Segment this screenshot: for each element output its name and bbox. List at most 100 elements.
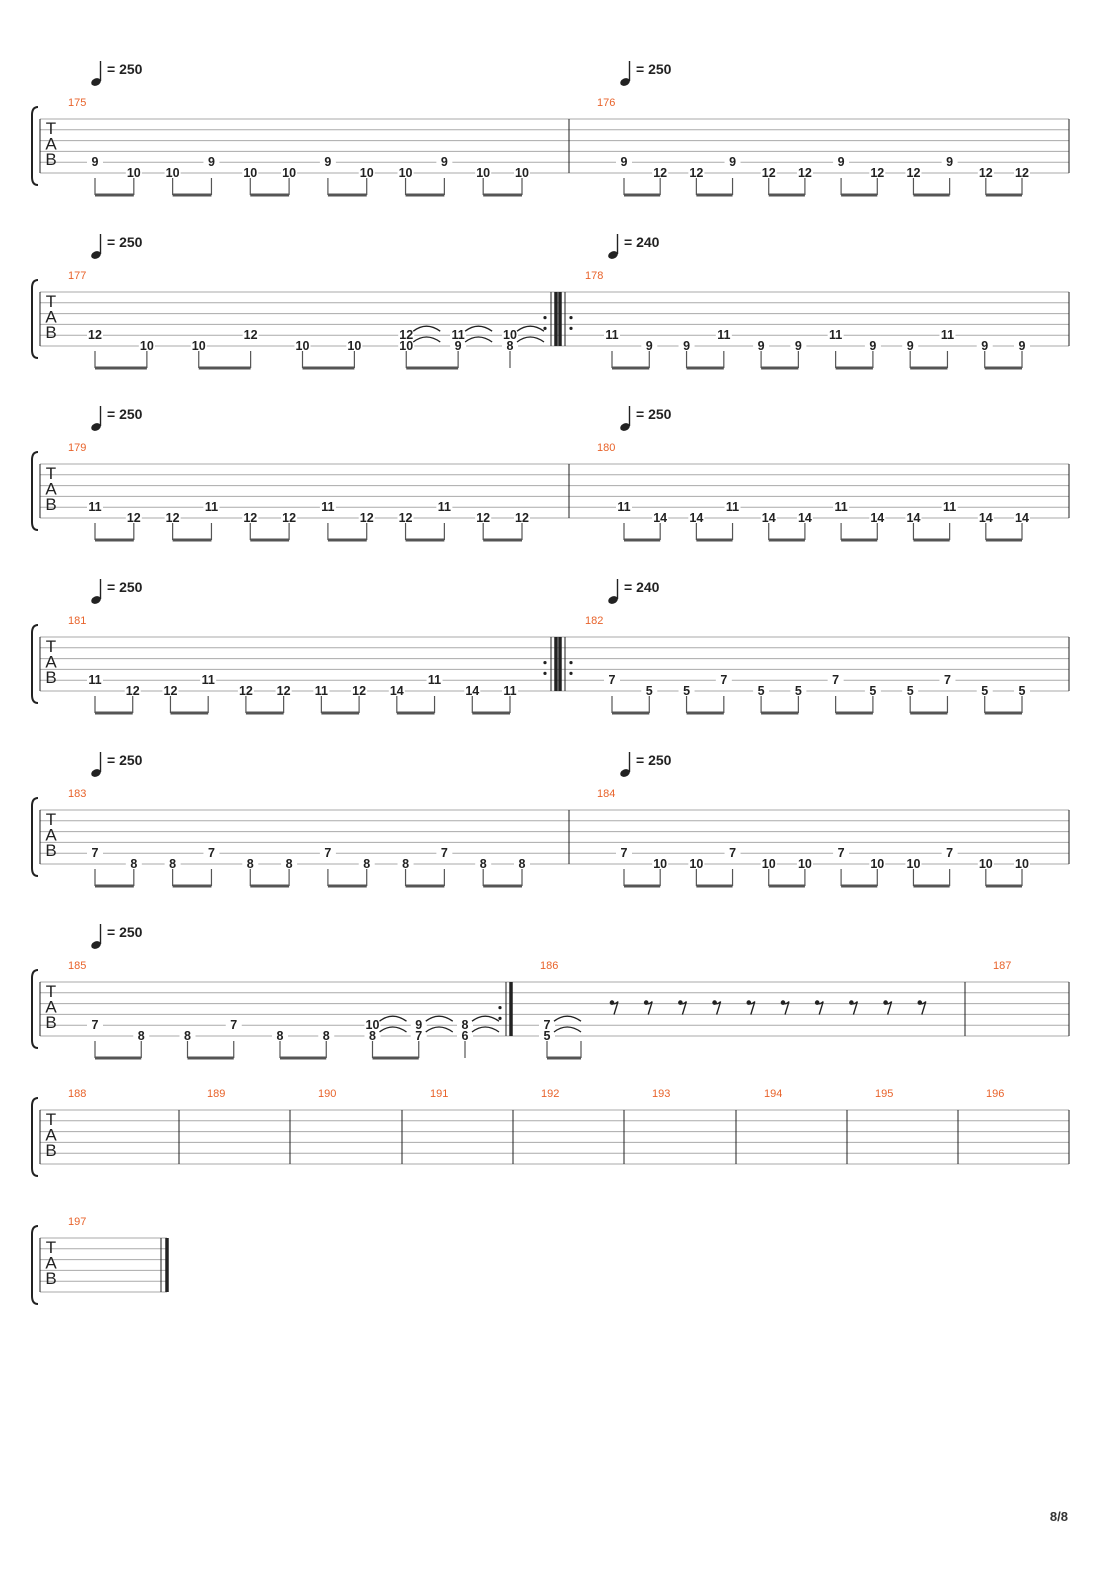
fret-backdrop [1014, 512, 1030, 523]
fret-number: 9 [455, 339, 462, 353]
fret-number: 12 [239, 684, 253, 698]
fret-number: 11 [503, 684, 516, 698]
fret-number: 8 [138, 1029, 145, 1043]
fret-backdrop [272, 1030, 288, 1041]
quarter-note-icon [608, 596, 618, 604]
bar-number: 195 [875, 1088, 893, 1100]
page-number: 8/8 [1049, 1509, 1068, 1524]
fret-backdrop [1014, 340, 1030, 351]
fret-backdrop [1014, 858, 1030, 869]
fret-number: 8 [462, 1018, 469, 1032]
fret-number: 7 [92, 1018, 99, 1032]
tie-arc [379, 1015, 407, 1022]
fret-number: 7 [720, 673, 727, 687]
tempo-marking: = 250 [107, 579, 143, 595]
fret-number: 12 [244, 328, 258, 342]
system-bracket [31, 279, 39, 359]
fret-number: 9 [795, 339, 802, 353]
fret-number: 14 [1015, 511, 1029, 525]
fret-number: 11 [834, 500, 847, 514]
tie-arc [471, 1015, 500, 1022]
repeat-dot [543, 316, 547, 320]
fret-number: 8 [323, 1029, 330, 1043]
tab-clef-b: B [45, 1141, 56, 1160]
repeat-dot [543, 671, 547, 676]
bar-number: 178 [585, 270, 603, 282]
fret-number: 10 [907, 857, 921, 871]
fret-number: 10 [689, 857, 703, 871]
fret-backdrop [715, 674, 732, 686]
fret-number: 7 [944, 673, 951, 687]
measure-191: 191 [430, 1088, 514, 1164]
fret-number: 12 [798, 166, 812, 180]
fret-number: 12 [243, 511, 257, 525]
fret-backdrop [410, 1030, 427, 1041]
fret-number: 8 [247, 857, 254, 871]
fret-number: 12 [476, 511, 490, 525]
fret-backdrop [294, 340, 311, 351]
fret-backdrop [760, 858, 777, 869]
bar-number: 188 [68, 1088, 86, 1100]
fret-backdrop [281, 858, 298, 869]
fret-backdrop [242, 329, 259, 341]
fret-number: 8 [169, 857, 176, 871]
fret-backdrop [827, 329, 844, 341]
fret-number: 8 [130, 857, 137, 871]
tab-clef-b: B [45, 150, 56, 169]
quarter-note-icon [620, 78, 630, 86]
fret-backdrop [902, 340, 919, 351]
fret-number: 10 [296, 339, 310, 353]
measure-188: 188 [68, 1088, 180, 1164]
fret-backdrop [976, 685, 993, 696]
fret-backdrop [318, 1030, 335, 1041]
quarter-note-icon [91, 941, 101, 949]
fret-number: 9 [621, 155, 628, 169]
tab-clef-a: A [45, 308, 57, 327]
tab-clef-b: B [45, 1013, 56, 1032]
fret-backdrop [397, 512, 414, 523]
bar-number: 176 [597, 97, 615, 109]
fret-number: 6 [462, 1029, 469, 1043]
repeat-dot [569, 661, 573, 665]
fret-number: 7 [832, 673, 839, 687]
fret-backdrop [790, 340, 807, 351]
fret-number: 10 [243, 166, 257, 180]
fret-number: 11 [321, 500, 334, 514]
tab-clef-t: T [46, 292, 56, 311]
fret-backdrop [976, 340, 993, 351]
bar-number: 196 [986, 1088, 1004, 1100]
tie-arc [516, 336, 545, 343]
fret-backdrop [358, 858, 375, 869]
fret-backdrop [941, 501, 958, 513]
fret-number: 11 [605, 328, 618, 342]
fret-backdrop [715, 329, 732, 341]
fret-number: 10 [798, 857, 812, 871]
fret-number: 9 [946, 155, 953, 169]
fret-number: 5 [758, 684, 765, 698]
fret-number: 5 [646, 684, 653, 698]
fret-backdrop [164, 512, 181, 523]
bar-number: 175 [68, 97, 86, 109]
fret-backdrop [833, 847, 850, 859]
fret-number: 12 [979, 166, 993, 180]
fret-backdrop [641, 685, 658, 696]
fret-backdrop [426, 674, 443, 686]
fret-backdrop [358, 167, 375, 178]
fret-backdrop [939, 329, 956, 341]
fret-backdrop [502, 685, 518, 696]
fret-backdrop [351, 685, 368, 696]
system-bracket [31, 624, 39, 704]
repeat-dot [543, 661, 547, 665]
fret-backdrop [539, 1019, 555, 1031]
bar-number: 191 [430, 1088, 448, 1100]
tempo-marking: = 250 [107, 234, 143, 250]
fret-number: 12 [166, 511, 180, 525]
fret-number: 9 [208, 155, 215, 169]
fret-backdrop [688, 512, 705, 523]
fret-number: 14 [762, 511, 776, 525]
fret-number: 9 [92, 155, 99, 169]
